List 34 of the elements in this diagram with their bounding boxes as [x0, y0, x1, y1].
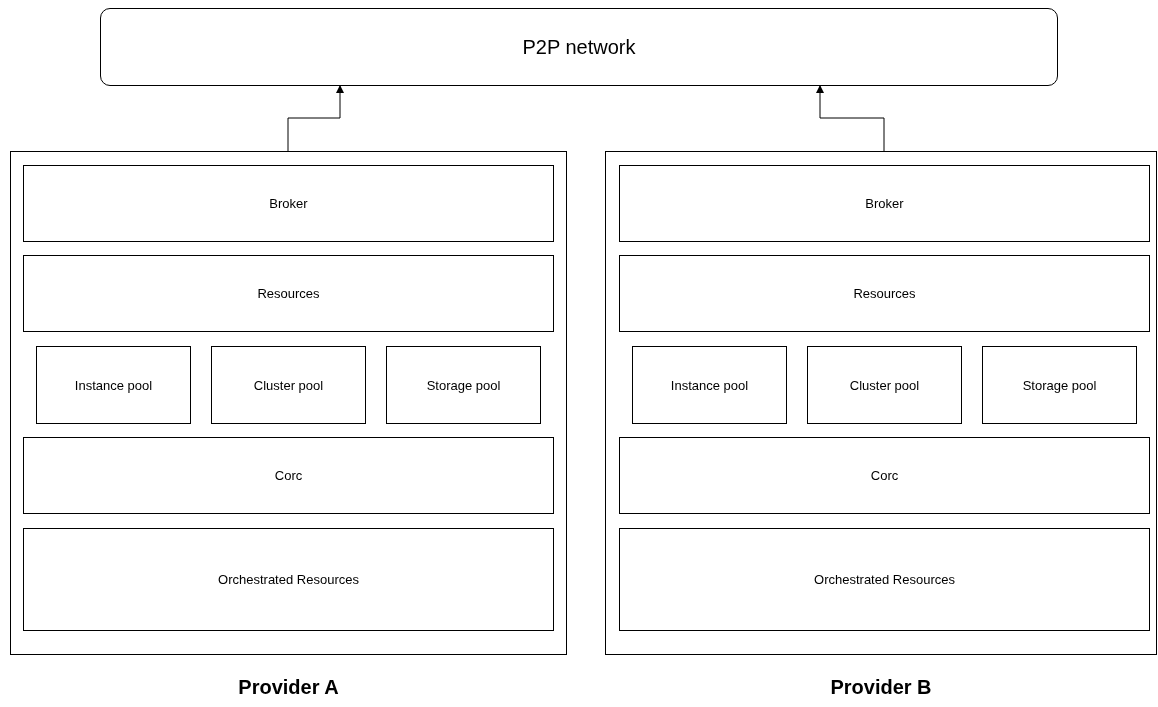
- arrow: [816, 85, 885, 152]
- component-box: [211, 346, 366, 424]
- component-box: [23, 255, 554, 332]
- box-label: Storage pool: [426, 377, 501, 393]
- box-label: Orchestrated Resources: [814, 572, 955, 587]
- component-box: [619, 528, 1150, 631]
- component-box: [386, 346, 541, 424]
- provider-heading: Provider A: [237, 676, 340, 699]
- box-label: Instance pool: [670, 377, 749, 393]
- box-label: Corc: [870, 468, 899, 483]
- box-label: P2P network: [522, 35, 636, 59]
- box-label: Cluster pool: [253, 377, 324, 393]
- component-box: [632, 346, 787, 424]
- box-label: Corc: [274, 468, 303, 483]
- component-box: [36, 346, 191, 424]
- box-label: Broker: [269, 196, 308, 211]
- box-label: Resources: [257, 286, 320, 301]
- component-box: [619, 437, 1150, 514]
- arrow: [287, 85, 344, 152]
- box-label: Cluster pool: [849, 377, 920, 393]
- component-box: [619, 255, 1150, 332]
- component-box: [23, 528, 554, 631]
- component-box: [807, 346, 962, 424]
- box-label: Instance pool: [74, 377, 153, 393]
- network-box: [100, 8, 1058, 86]
- provider-heading: Provider B: [829, 676, 933, 699]
- component-box: [619, 165, 1150, 242]
- component-box: [23, 165, 554, 242]
- box-label: Broker: [865, 196, 904, 211]
- box-label: Storage pool: [1022, 377, 1097, 393]
- component-box: [23, 437, 554, 514]
- component-box: [982, 346, 1137, 424]
- box-label: Orchestrated Resources: [218, 572, 359, 587]
- box-label: Resources: [853, 286, 916, 301]
